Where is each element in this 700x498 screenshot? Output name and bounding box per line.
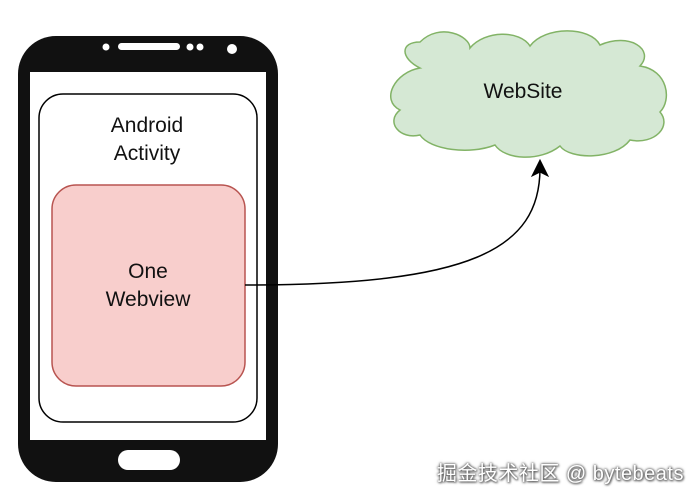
phone-home-button bbox=[118, 450, 180, 470]
activity-label-line1: Android bbox=[110, 114, 184, 137]
watermark: 掘金技术社区 @ bytebeats bbox=[436, 463, 684, 485]
website-cloud bbox=[389, 30, 668, 158]
webview-label: One Webview bbox=[93, 258, 203, 314]
activity-label: Android Activity bbox=[97, 112, 197, 168]
webview-label-line2: Webview bbox=[105, 288, 191, 311]
phone-camera bbox=[227, 44, 237, 54]
website-label: WebSite bbox=[483, 80, 563, 103]
phone-sensor-dot bbox=[196, 43, 204, 51]
webview-label-line1: One bbox=[128, 260, 168, 283]
arrowhead bbox=[530, 158, 550, 178]
connector-line bbox=[244, 167, 541, 286]
phone-sensor-dot bbox=[102, 43, 110, 51]
activity-label-line2: Activity bbox=[113, 142, 181, 165]
phone-sensor-dot bbox=[186, 43, 194, 51]
phone-speaker bbox=[118, 43, 180, 50]
